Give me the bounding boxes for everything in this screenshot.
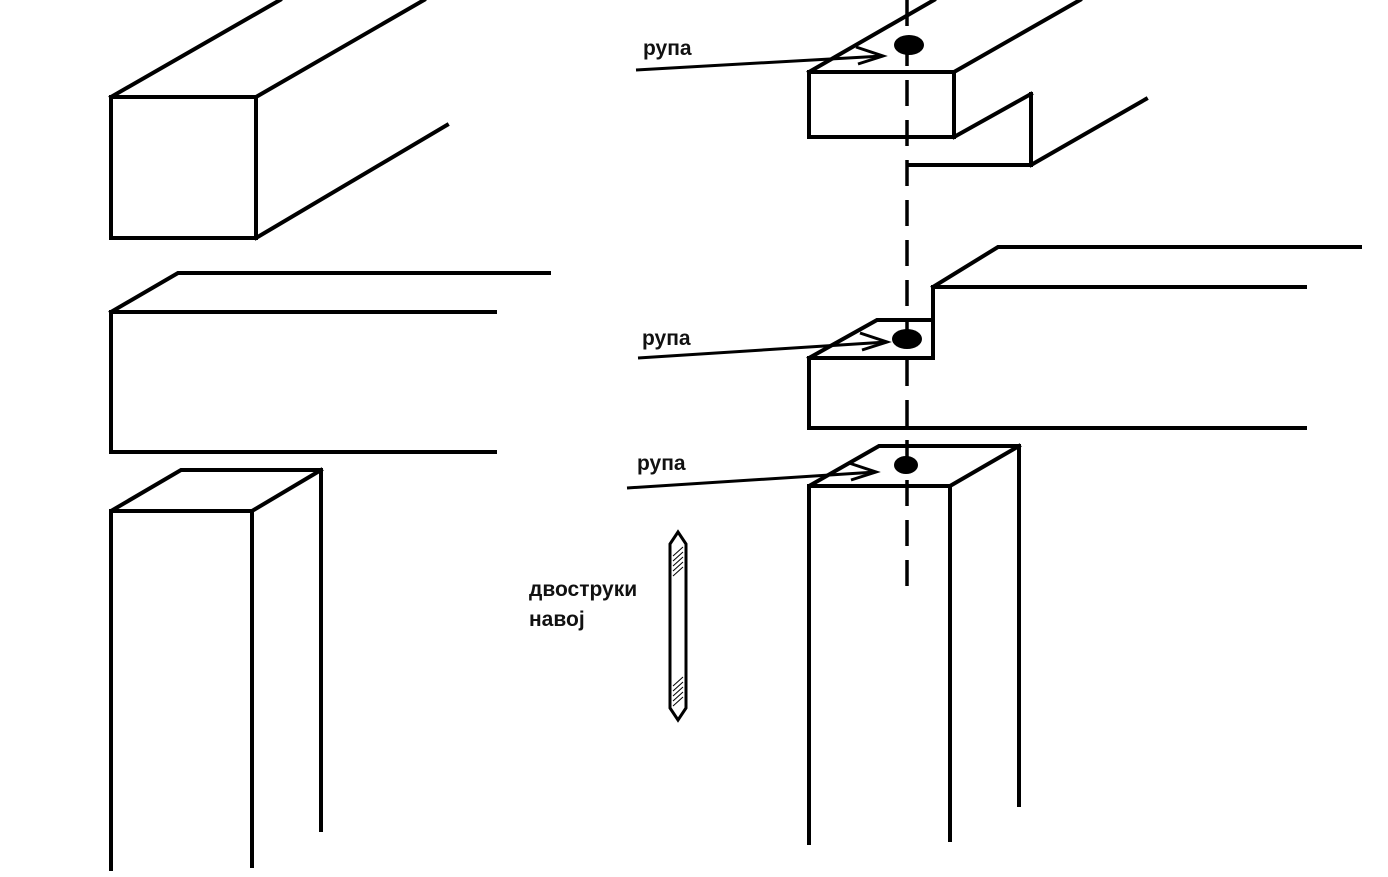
double-thread-dowel-icon <box>668 529 688 723</box>
arrow-middle <box>637 331 892 360</box>
right-top-beam <box>806 0 1149 168</box>
right-middle-rail <box>806 245 1362 430</box>
left-post <box>109 467 324 871</box>
label-hole-top: рупа <box>643 37 692 60</box>
hole-bottom-marker <box>894 456 918 474</box>
thread-hatch-bottom <box>672 676 684 707</box>
hole-top-marker <box>894 35 924 55</box>
arrow-bottom <box>626 461 881 490</box>
label-dowel-line1: двоструки <box>529 578 637 601</box>
hole-middle-marker <box>892 329 922 349</box>
arrow-top <box>635 45 888 72</box>
right-post <box>807 443 1022 845</box>
label-hole-bottom: рупа <box>637 452 686 475</box>
label-hole-middle: рупа <box>642 327 691 350</box>
thread-hatch-top <box>672 546 684 577</box>
left-top-beam <box>108 0 450 241</box>
label-dowel-line2: навој <box>529 608 585 631</box>
left-horizontal-rail <box>108 271 551 454</box>
